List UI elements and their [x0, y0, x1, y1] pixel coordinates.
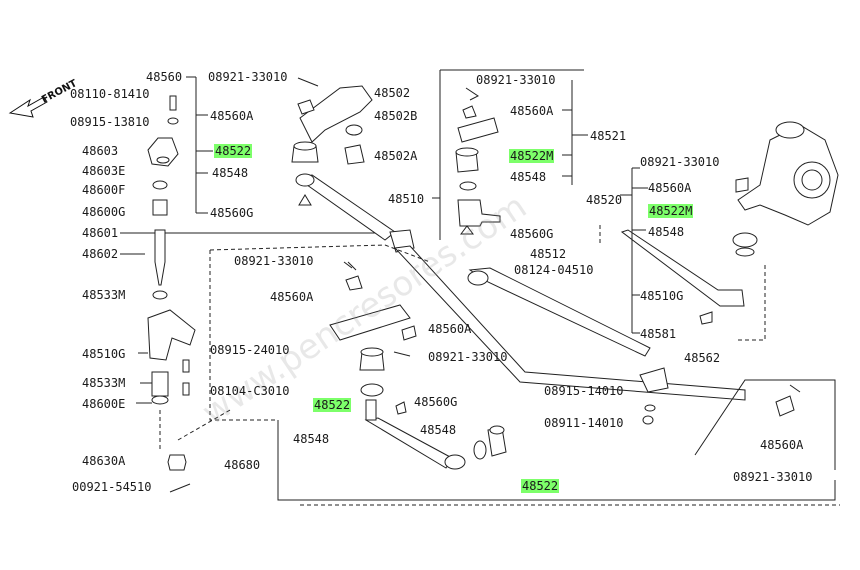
part-label: 08921-33010 [208, 70, 288, 84]
part-label: 48560A [648, 181, 692, 195]
part-label: 48520 [586, 193, 623, 207]
part-label: 08911-14010 [544, 416, 624, 430]
bolt-icon [170, 96, 176, 110]
highlighted-part-label: 48522 [214, 144, 253, 158]
part-label: 08921-33010 [733, 470, 813, 484]
part-label: 08915-24010 [210, 343, 290, 357]
highlighted-part-label: 48522 [313, 398, 352, 412]
part-label: 48560A [760, 438, 804, 452]
idler-arm-icon [148, 310, 195, 360]
part-label: 48560A [270, 290, 314, 304]
part-label: 48512 [530, 247, 567, 261]
part-label: 48603 [82, 144, 119, 158]
part-label: 48560A [210, 109, 254, 123]
part-label: 48548 [212, 166, 249, 180]
part-label: 08921-33010 [428, 350, 508, 364]
part-label: 48548 [420, 423, 457, 437]
part-label: 48510 [388, 192, 425, 206]
part-label: 48548 [293, 432, 330, 446]
part-label: 48630A [82, 454, 126, 468]
part-label: 00921-54510 [72, 480, 152, 494]
highlighted-part-label: 48522M [509, 149, 555, 163]
washer-icon [168, 118, 178, 124]
bracket-icon [148, 138, 178, 166]
tie-rod-right-icon [622, 230, 744, 306]
part-label: 48510G [82, 347, 126, 361]
part-label: 08921-33010 [476, 73, 556, 87]
part-label: 48600G [82, 205, 126, 219]
highlighted-part-label: 48522M [648, 204, 694, 218]
part-label: 48562 [684, 351, 721, 365]
highlighted-part-label: 48522 [521, 479, 560, 493]
part-label: 48603E [82, 164, 126, 178]
part-label: 48560A [510, 104, 554, 118]
front-arrow-icon [10, 97, 47, 117]
part-label: 08915-13810 [70, 115, 150, 129]
part-label: 48600F [82, 183, 126, 197]
part-label: 08915-14010 [544, 384, 624, 398]
part-label: 48521 [590, 129, 627, 143]
shaft-icon [155, 230, 165, 285]
part-label: 48502A [374, 149, 418, 163]
cotter-pin-icon [170, 484, 190, 492]
relay-rod-icon [395, 246, 745, 400]
drag-link-icon [300, 175, 395, 240]
part-label: 48560 [146, 70, 183, 84]
nut-icon [168, 455, 186, 470]
part-label: 08110-81410 [70, 87, 150, 101]
part-label: 48560A [428, 322, 472, 336]
part-label: 48548 [510, 170, 547, 184]
part-label: 48560G [510, 227, 554, 241]
part-label: 08921-33010 [640, 155, 720, 169]
part-label: 08921-33010 [234, 254, 314, 268]
part-label: 48548 [648, 225, 685, 239]
part-label: 48502 [374, 86, 411, 100]
part-label: 48502B [374, 109, 418, 123]
part-label: 48581 [640, 327, 677, 341]
part-label: 48601 [82, 226, 119, 240]
part-label: 48533M [82, 288, 126, 302]
part-label: 48510G [640, 289, 684, 303]
bushing-icon [153, 181, 167, 189]
knuckle-icon [738, 125, 838, 225]
part-label: 48600E [82, 397, 126, 411]
pitman-arm-icon [300, 86, 372, 142]
part-label: 08104-C3010 [210, 384, 290, 398]
part-label: 48680 [224, 458, 261, 472]
part-label: 48602 [82, 247, 119, 261]
center-link-icon [330, 305, 410, 340]
part-label: 08124-04510 [514, 263, 594, 277]
part-label: 48560G [414, 395, 458, 409]
part-label: 48533M [82, 376, 126, 390]
part-label: 48560G [210, 206, 254, 220]
